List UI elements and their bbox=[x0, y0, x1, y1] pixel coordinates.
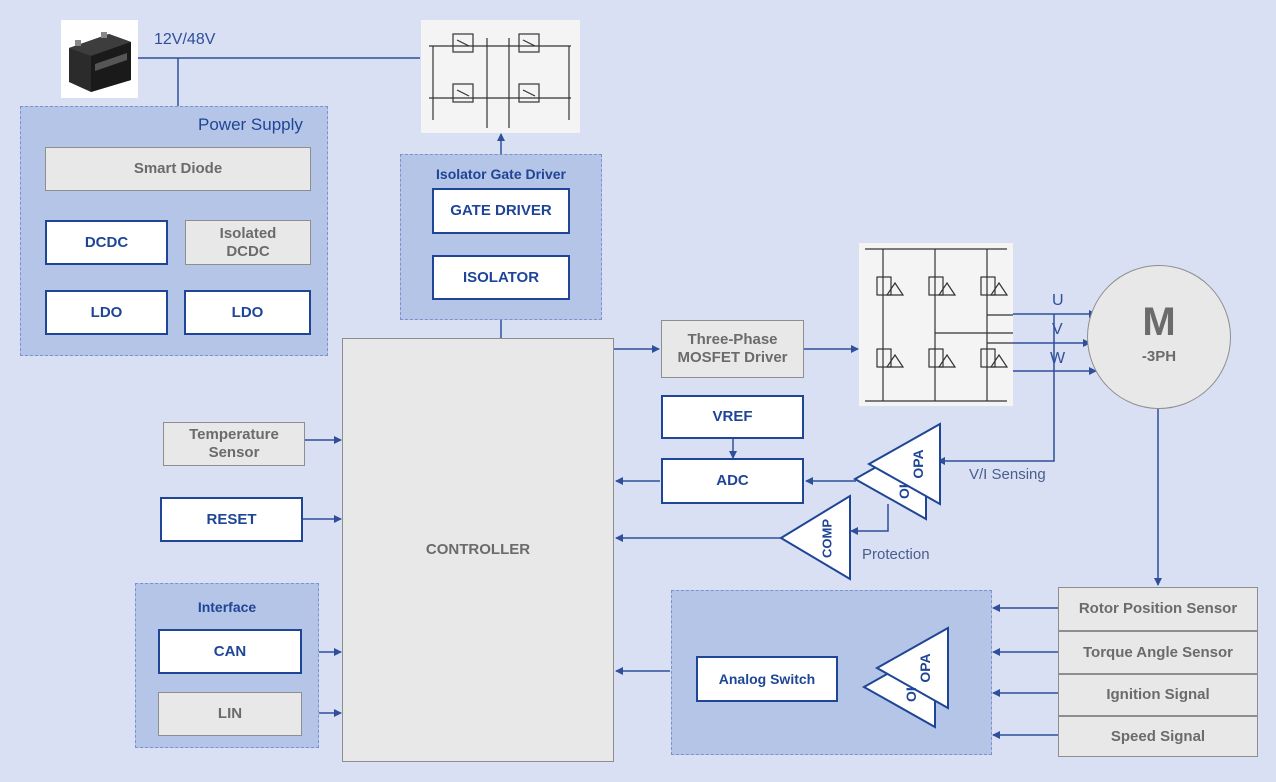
comp-triangle bbox=[779, 494, 851, 581]
can-block: CAN bbox=[158, 629, 302, 674]
torque-angle-sensor-block: Torque Angle Sensor bbox=[1058, 631, 1258, 674]
isolator-block: ISOLATOR bbox=[432, 255, 570, 300]
phase-label-w: W bbox=[1050, 350, 1066, 367]
speed-signal-block: Speed Signal bbox=[1058, 716, 1258, 757]
vi-sensing-label: V/I Sensing bbox=[969, 466, 1046, 483]
inverter-bridge-image bbox=[859, 243, 1013, 406]
protection-label: Protection bbox=[862, 546, 930, 563]
battery-image bbox=[61, 20, 138, 98]
temperature-sensor-block: Temperature Sensor bbox=[163, 422, 305, 466]
motor-sub-label: -3PH bbox=[1141, 348, 1177, 365]
rotor-position-sensor-block: Rotor Position Sensor bbox=[1058, 587, 1258, 631]
phase-label-v: V bbox=[1052, 321, 1063, 338]
isolated-dcdc-block: Isolated DCDC bbox=[185, 220, 311, 265]
gate-driver-block: GATE DRIVER bbox=[432, 188, 570, 234]
power-supply-title: Power Supply bbox=[198, 115, 303, 134]
analog-opa-label-2: OPA bbox=[903, 688, 919, 702]
motor-circle bbox=[1087, 265, 1231, 409]
vref-block: VREF bbox=[661, 395, 804, 439]
motor-letter: M bbox=[1142, 300, 1176, 344]
analog-switch-block: Analog Switch bbox=[696, 656, 838, 702]
igbt-module-image bbox=[421, 20, 580, 133]
lin-block: LIN bbox=[158, 692, 302, 736]
opa-triangle-1 bbox=[866, 422, 941, 506]
analog-opa-label-1: OPA bbox=[917, 653, 933, 683]
supply-voltage-label: 12V/48V bbox=[154, 31, 216, 48]
phase-label-u: U bbox=[1052, 292, 1064, 309]
isolator-gate-driver-title: Isolator Gate Driver bbox=[436, 166, 566, 182]
dcdc-block: DCDC bbox=[45, 220, 168, 265]
smart-diode-block: Smart Diode bbox=[45, 147, 311, 191]
adc-block: ADC bbox=[661, 458, 804, 504]
mosfet-driver-block: Three-Phase MOSFET Driver bbox=[661, 320, 804, 378]
interface-title: Interface bbox=[197, 599, 257, 615]
ldo-block-2: LDO bbox=[184, 290, 311, 335]
controller-block: CONTROLLER bbox=[342, 338, 614, 762]
ignition-signal-block: Ignition Signal bbox=[1058, 674, 1258, 716]
reset-block: RESET bbox=[160, 497, 303, 542]
ldo-block-1: LDO bbox=[45, 290, 168, 335]
